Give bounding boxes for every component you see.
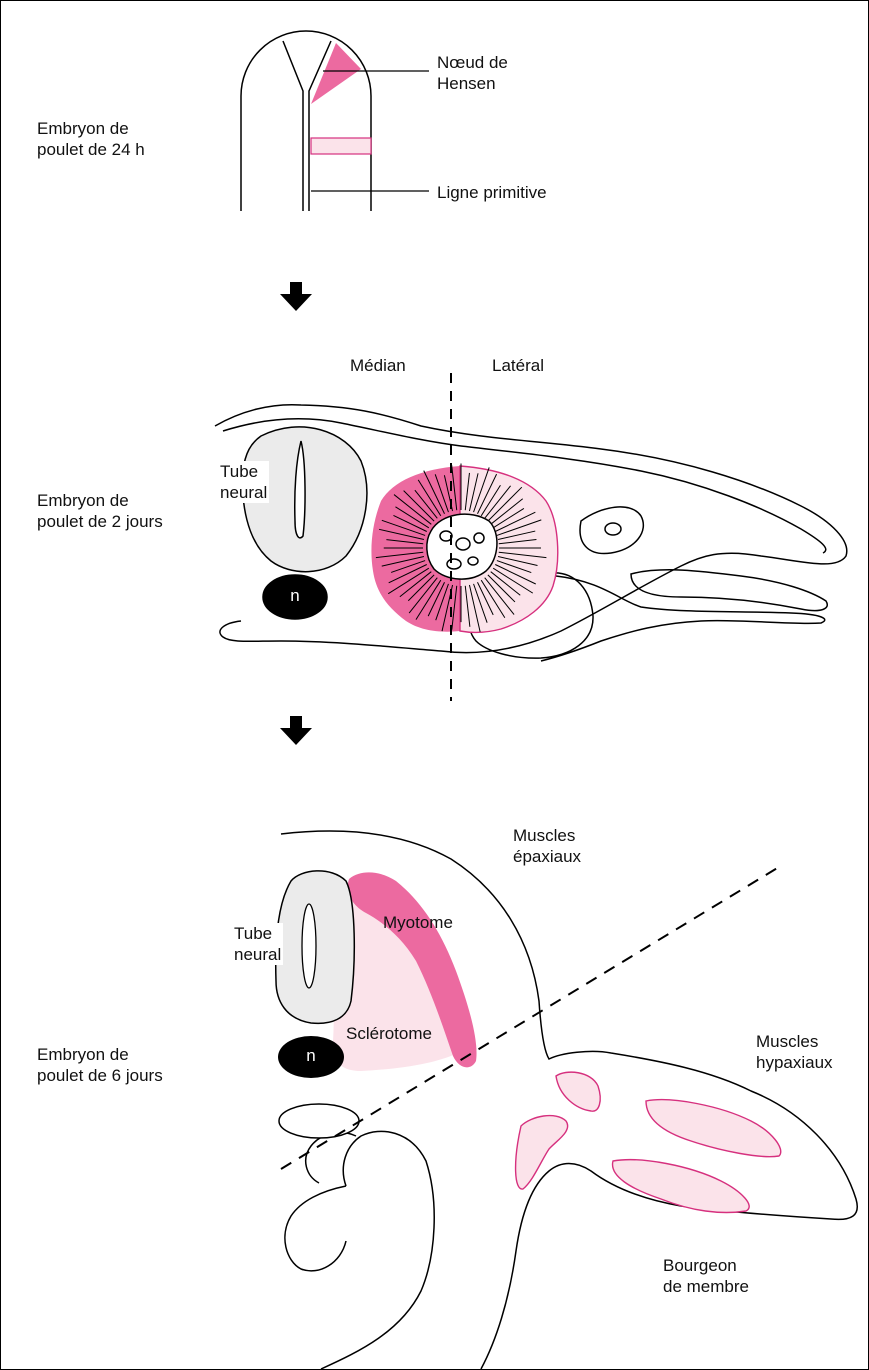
embryo-outline <box>241 31 371 211</box>
medial-label: Médian <box>350 355 406 376</box>
notochord-label-2d: n <box>275 586 315 606</box>
sclerotome-label: Sclérotome <box>346 1023 432 1044</box>
primitive-streak-label: Ligne primitive <box>437 182 547 203</box>
stage-24h-label: Embryon de poulet de 24 h <box>37 118 145 160</box>
embryo-2d-drawing <box>215 405 847 661</box>
ventral-body-wall <box>285 1131 434 1369</box>
hensen-node-label: Nœud de Hensen <box>437 52 508 94</box>
neural-canal-6d <box>302 904 316 988</box>
limb-muscle-masses <box>516 1072 781 1212</box>
primitive-streak-band <box>311 138 371 154</box>
myotome-label: Myotome <box>383 912 453 933</box>
down-arrow-icon <box>280 716 312 745</box>
down-arrow-icon <box>280 282 312 311</box>
epaxial-muscles-label: Muscles épaxiaux <box>513 825 581 867</box>
neural-tube-label-2d: Tube neural <box>220 461 269 503</box>
hypaxial-muscles-label: Muscles hypaxiaux <box>756 1031 833 1073</box>
notochord-label-6d: n <box>291 1046 331 1066</box>
lateral-label: Latéral <box>492 355 544 376</box>
embryo-24h-drawing <box>241 31 429 211</box>
neural-tube-label-6d: Tube neural <box>234 923 283 965</box>
dorsal-aorta-6d <box>279 1104 359 1138</box>
stage-6d-label: Embryon de poulet de 6 jours <box>37 1044 163 1086</box>
stage-2d-label: Embryon de poulet de 2 jours <box>37 490 163 532</box>
ventral-body-wall <box>306 1133 356 1183</box>
limb-bud-label: Bourgeon de membre <box>663 1255 749 1297</box>
